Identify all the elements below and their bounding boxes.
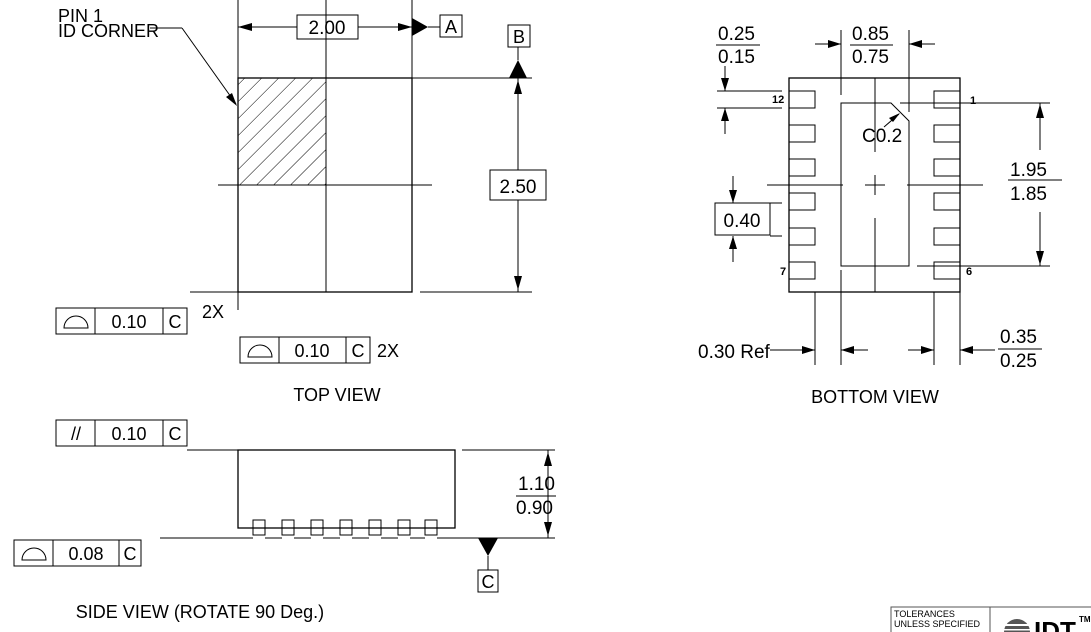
pad-width-min: 0.25 [1000, 351, 1037, 372]
epad-len-min: 1.85 [1010, 184, 1047, 205]
pad-len-min: 0.15 [718, 47, 755, 68]
fcf-profile-1: 0.10 C 2X [55, 302, 224, 335]
datum-c-triangle [478, 538, 498, 556]
fcf-parallelism: // 0.10 C [55, 419, 188, 447]
idt-logo: IDT TM [1004, 615, 1091, 632]
datum-c-label: C [482, 572, 495, 592]
bottom-view: 12 1 7 6 C0.2 0.85 0.75 0.25 0.15 0.40 [698, 24, 1062, 407]
parallelism-datum: C [169, 424, 182, 444]
fcf1-datum: C [169, 312, 182, 332]
epad-width-min: 0.75 [852, 47, 889, 68]
fcf2-tolerance: 0.10 [294, 341, 329, 361]
tolerances-line2: UNLESS SPECIFIED [894, 619, 981, 629]
pin-1-label: 1 [970, 95, 976, 107]
pin-6-label: 6 [966, 266, 972, 278]
datum-a-triangle [412, 18, 428, 36]
side-view-title: SIDE VIEW (ROTATE 90 Deg.) [76, 602, 324, 622]
parallelism-icon: // [71, 424, 81, 444]
pin-12-label: 12 [772, 94, 784, 106]
surface-profile-icon [247, 344, 273, 358]
fcf2-datum: C [352, 341, 365, 361]
top-view-title: TOP VIEW [293, 385, 380, 405]
fcf1-tolerance: 0.10 [111, 312, 146, 332]
width-dimension: 2.00 [309, 18, 346, 39]
ref-dimension: 0.30 Ref [698, 342, 771, 363]
profile-datum: C [124, 544, 137, 564]
parallelism-tolerance: 0.10 [111, 424, 146, 444]
exposed-pad [840, 102, 910, 267]
side-pins [252, 519, 438, 536]
pad-len-max: 0.25 [718, 24, 755, 45]
pin1-hatch [238, 78, 326, 185]
pin1-label-line2: ID CORNER [58, 21, 159, 41]
epad-len-max: 1.95 [1010, 160, 1047, 181]
pin-7-label: 7 [780, 266, 786, 278]
chamfer-label: C0.2 [862, 126, 902, 147]
fcf2-count: 2X [377, 341, 399, 361]
top-view: 2.00 A B 2.50 PIN 1 ID CORNER 0.10 [55, 0, 547, 405]
side-height-max: 1.10 [518, 474, 555, 495]
surface-profile-icon [21, 547, 47, 561]
pads-left [788, 90, 816, 280]
fcf1-count: 2X [202, 302, 224, 322]
pad-width-max: 0.35 [1000, 327, 1037, 348]
height-dimension: 2.50 [500, 177, 537, 198]
side-body [237, 449, 456, 529]
datum-a-label: A [445, 17, 457, 37]
tolerances-line1: TOLERANCES [894, 609, 955, 619]
profile-tolerance: 0.08 [68, 544, 103, 564]
pads-right [933, 90, 961, 280]
bottom-view-title: BOTTOM VIEW [811, 387, 939, 407]
fcf-profile-2: 0.10 C 2X [239, 336, 399, 364]
datum-b-triangle [509, 60, 527, 78]
epad-width-max: 0.85 [852, 24, 889, 45]
side-view: 1.10 0.90 C // 0.10 C 0.08 C SIDE VIEW (… [13, 419, 556, 622]
logo-text: IDT [1034, 616, 1076, 632]
surface-profile-icon [63, 315, 89, 329]
title-block: TOLERANCES UNLESS SPECIFIED IDT TM [890, 606, 1091, 632]
fcf-profile-3: 0.08 C [13, 539, 142, 567]
datum-b-label: B [513, 27, 525, 47]
trademark: TM [1079, 615, 1091, 624]
side-height-min: 0.90 [516, 498, 553, 519]
pitch-dimension: 0.40 [724, 211, 761, 232]
pin1-label-line1: PIN 1 [58, 6, 103, 26]
